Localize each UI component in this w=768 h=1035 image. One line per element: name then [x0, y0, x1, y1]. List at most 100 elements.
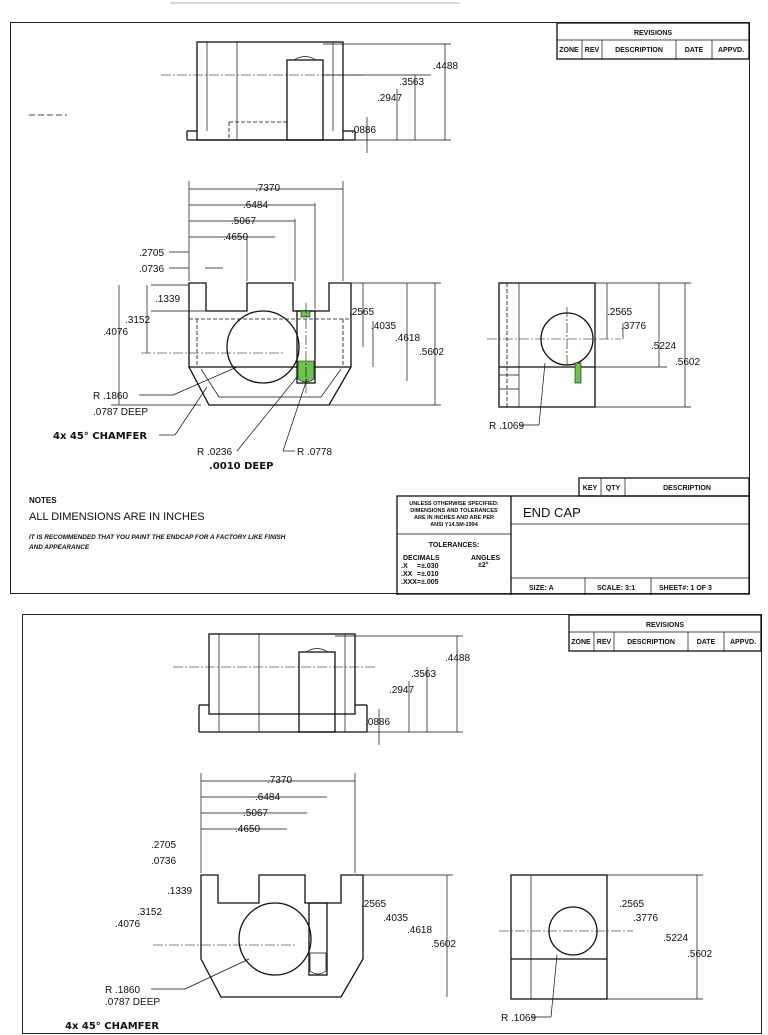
- tb-tol-xxx: =±.005: [417, 579, 439, 586]
- front2-dim-4618: .4618: [407, 925, 432, 936]
- tb-angles: ANGLES: [471, 555, 501, 562]
- revisions-title-2: REVISIONS: [646, 622, 684, 629]
- tb-unless-3: ARE IN INCHES AND ARE PER: [414, 515, 494, 521]
- tb-decimals: DECIMALS: [403, 555, 440, 562]
- side2-dim-5224: .5224: [663, 933, 688, 944]
- top-view-2: .4488 .3563 .2947 .0886: [173, 633, 470, 745]
- side-dim-3776: .3776: [621, 321, 646, 332]
- callout-0787-deep: .0787 DEEP: [93, 407, 148, 418]
- front-dim-0736: .0736: [139, 264, 164, 275]
- top2-dim-2947: .2947: [389, 685, 414, 696]
- front-dim-6484: .6484: [243, 200, 268, 211]
- revisions-table: REVISIONS ZONE REV DESCRIPTION DATE APPV…: [556, 23, 750, 60]
- front-dim-5067: .5067: [231, 216, 256, 227]
- front-dim-2565: .2565: [349, 307, 374, 318]
- rev2-col-zone: ZONE: [571, 639, 591, 646]
- side2-radius-1069: R .1069: [501, 1013, 536, 1024]
- callout2-r1860: R .1860: [105, 985, 140, 996]
- side-view: .2565 .3776 .5224 .5602 R .1069: [487, 282, 700, 432]
- side-radius-1069: R .1069: [489, 421, 524, 432]
- rev2-col-description: DESCRIPTION: [627, 639, 675, 646]
- drawing-canvas-1: REVISIONS ZONE REV DESCRIPTION DATE APPV…: [28, 23, 750, 595]
- top-dim-4488: .4488: [433, 61, 458, 72]
- tb-angle-tol: ±2°: [478, 561, 489, 569]
- front-dim-5602: .5602: [419, 347, 444, 358]
- callout2-chamfer: 4x 45° CHAMFER: [65, 1021, 159, 1032]
- front2-dim-7370: .7370: [267, 775, 292, 786]
- tb-tol-xx-key: .XX: [401, 571, 413, 578]
- notes-title: NOTES: [29, 496, 57, 505]
- front2-dim-0736: .0736: [151, 856, 176, 867]
- top-dim-3563: .3563: [399, 77, 424, 88]
- side-dim-5602: .5602: [675, 357, 700, 368]
- front-dim-1339: .1339: [155, 294, 180, 305]
- notes-block: NOTES ALL DIMENSIONS ARE IN INCHES IT IS…: [28, 496, 286, 551]
- side2-dim-2565: .2565: [619, 899, 644, 910]
- tb-tol-x: =±.030: [417, 563, 439, 570]
- front2-dim-5602: .5602: [431, 939, 456, 950]
- front-view: .7370 .6484 .5067 .4650 .2705 .0736 .133…: [53, 181, 444, 472]
- front2-dim-4650: .4650: [235, 824, 260, 835]
- rev2-col-rev: REV: [597, 639, 612, 646]
- callout-chamfer: 4x 45° CHAMFER: [53, 431, 147, 442]
- drawing-sheet-1: REVISIONS ZONE REV DESCRIPTION DATE APPV…: [10, 22, 750, 595]
- front-dim-4035: .4035: [371, 321, 396, 332]
- front-dim-3152: .3152: [125, 315, 150, 326]
- front2-dim-4076: .4076: [115, 919, 140, 930]
- tb-size: SIZE: A: [529, 585, 554, 592]
- side-dim-5224: .5224: [651, 341, 676, 352]
- callout-r0778: R .0778: [297, 447, 332, 458]
- parts-list-header: KEY QTY DESCRIPTION: [578, 477, 750, 497]
- tb-unless-1: UNLESS OTHERWISE SPECIFIED:: [409, 501, 499, 507]
- rev-col-rev: REV: [585, 47, 600, 54]
- front2-dim-1339: .1339: [167, 886, 192, 897]
- side-view-2: .2565 .3776 .5224 .5602 R .1069: [499, 874, 712, 1024]
- front-dim-7370: .7370: [255, 183, 280, 194]
- revisions-title: REVISIONS: [634, 30, 672, 37]
- rev-col-description: DESCRIPTION: [615, 47, 663, 54]
- front-dim-4618: .4618: [395, 333, 420, 344]
- scan-edge-mark: [170, 2, 460, 4]
- side-dim-2565: .2565: [607, 307, 632, 318]
- front-view-2: .7370 .6484 .5067 .4650 .2705 .0736 .133…: [65, 773, 456, 1032]
- tb-scale: SCALE: 3:1: [597, 585, 635, 592]
- front2-dim-5067: .5067: [243, 808, 268, 819]
- rev-col-zone: ZONE: [559, 47, 579, 54]
- side2-dim-5602: .5602: [687, 949, 712, 960]
- parts-col-key: KEY: [583, 485, 598, 492]
- title-block: UNLESS OTHERWISE SPECIFIED: DIMENSIONS A…: [396, 495, 750, 595]
- revisions-table-2: REVISIONS ZONE REV DESCRIPTION DATE APPV…: [568, 615, 762, 652]
- tb-unless-4: ANSI Y14.5M-1994: [430, 522, 479, 528]
- rev2-col-appvd: APPVD.: [730, 639, 756, 646]
- drawing-canvas-2: REVISIONS ZONE REV DESCRIPTION DATE APPV…: [65, 615, 762, 1032]
- rev2-col-date: DATE: [697, 639, 716, 646]
- tb-tol-x-key: .X: [401, 563, 408, 570]
- front2-dim-4035: .4035: [383, 913, 408, 924]
- tb-sheet: SHEET#: 1 OF 3: [659, 585, 712, 592]
- top2-dim-4488: .4488: [445, 653, 470, 664]
- top-view: .4488 .3563 .2947 .0886: [29, 41, 458, 153]
- front2-dim-2565: .2565: [361, 899, 386, 910]
- parts-col-qty: QTY: [606, 485, 621, 492]
- callout-r0236: R .0236: [197, 447, 232, 458]
- notes-line-1: ALL DIMENSIONS ARE IN INCHES: [29, 511, 205, 523]
- front2-dim-3152: .3152: [137, 907, 162, 918]
- front2-dim-6484: .6484: [255, 792, 280, 803]
- tb-part-name: END CAP: [523, 505, 581, 520]
- callout2-0787-deep: .0787 DEEP: [105, 997, 160, 1008]
- side2-dim-3776: .3776: [633, 913, 658, 924]
- callout-r1860: R .1860: [93, 391, 128, 402]
- callout-0010-deep: .0010 DEEP: [209, 461, 273, 472]
- rev-col-appvd: APPVD.: [718, 47, 744, 54]
- front2-dim-2705: .2705: [151, 840, 176, 851]
- rev-col-date: DATE: [685, 47, 704, 54]
- parts-col-description: DESCRIPTION: [663, 485, 711, 492]
- notes-line-2b: AND APPEARANCE: [28, 544, 90, 551]
- tb-unless-2: DIMENSIONS AND TOLERANCES: [410, 508, 498, 514]
- front-dim-4076: .4076: [103, 327, 128, 338]
- top-dim-2947: .2947: [377, 93, 402, 104]
- tb-tol-xxx-key: .XXX: [401, 579, 417, 586]
- notes-line-2a: IT IS RECOMMENDED THAT YOU PAINT THE END…: [29, 534, 286, 541]
- top-dim-0886: .0886: [351, 125, 376, 136]
- tb-tolerances-title: TOLERANCES:: [429, 542, 479, 549]
